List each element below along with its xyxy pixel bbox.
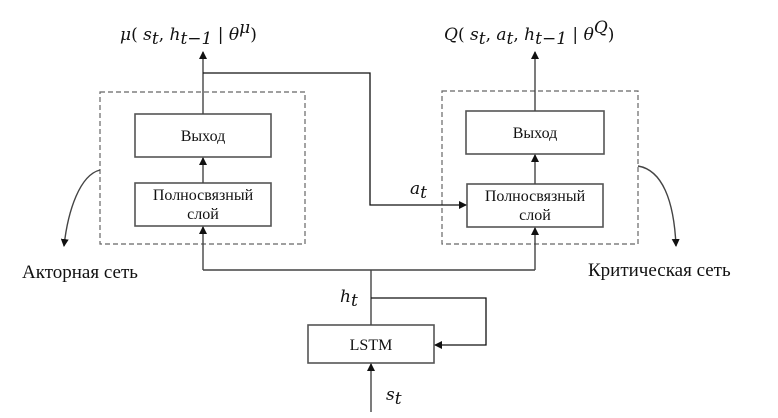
state-input-label: st — [386, 385, 402, 409]
recurrent-loop-arrow — [371, 297, 487, 349]
critic-fc-label-line1: Полносвязный — [485, 188, 586, 205]
actor-fc-block — [134, 182, 272, 227]
critic-fc-label-line2: слой — [519, 207, 551, 224]
critic-callout-arrow — [637, 165, 680, 247]
critic-output-label: Выход — [513, 125, 558, 142]
actor-fc-label-line2: слой — [187, 206, 219, 223]
actor-output-label: Выход — [181, 128, 226, 145]
hidden-state-label: ht — [340, 287, 358, 311]
actor-callout-arrow — [60, 169, 101, 247]
action-label: at — [410, 179, 427, 203]
critic-network-label: Критическая сеть — [588, 260, 731, 281]
actor-fc-label-line1: Полносвязный — [153, 187, 254, 204]
critic-output-formula: Q( st, at, ht−1 | θQ) — [444, 18, 614, 49]
action-path-arrow — [203, 72, 467, 209]
critic-network-group — [441, 90, 639, 245]
lstm-label: LSTM — [350, 337, 393, 354]
actor-network-label: Акторная сеть — [22, 262, 138, 283]
actor-output-formula: μ( st, ht−1 | θμ) — [120, 18, 257, 49]
